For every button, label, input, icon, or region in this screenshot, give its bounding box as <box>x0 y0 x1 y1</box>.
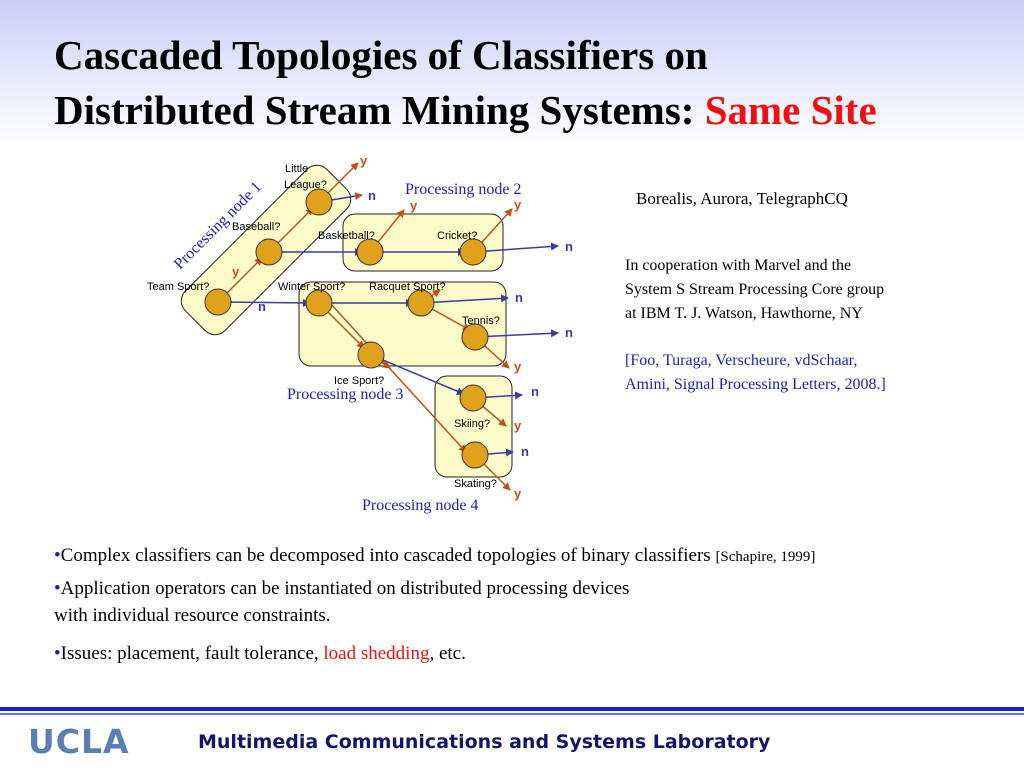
no-label-skiing: n <box>531 384 539 399</box>
cooperation-text: In cooperation with Marvel and the Syste… <box>625 254 884 326</box>
no-label-cricket: n <box>565 239 573 254</box>
label-skiing: Skiing? <box>454 418 490 430</box>
reference-text: [Foo, Turaga, Verscheure, vdSchaar, Amin… <box>625 349 886 397</box>
edge-racquet-n <box>420 294 509 304</box>
cooperation-line-2: System S Stream Processing Core group <box>625 281 885 298</box>
label-little-league-1: Little <box>285 163 308 175</box>
classifier-ice-sport <box>357 341 385 369</box>
label-racquet-sport: Racquet Sport? <box>369 281 445 293</box>
title-line-2: Distributed Stream Mining Systems: Same … <box>54 83 1004 138</box>
classifier-tennis <box>461 323 489 351</box>
processing-node-3-label: Processing node 3 <box>287 386 403 403</box>
label-winter-sport: Winter Sport? <box>278 281 345 293</box>
systems-text: Borealis, Aurora, TelegraphCQ <box>636 189 848 208</box>
label-skating: Skating? <box>454 478 497 490</box>
lab-name: Multimedia Communications and Systems La… <box>198 731 771 753</box>
ucla-logo: UCLA <box>28 722 130 761</box>
cooperation-line-3: at IBM T. J. Watson, Hawthorne, NY <box>625 305 863 322</box>
no-label-racquet: n <box>515 290 523 305</box>
bullet-3-pre: Issues: placement, fault tolerance, <box>60 643 324 664</box>
classifier-nodes <box>204 188 489 469</box>
classifier-baseball <box>255 238 283 266</box>
footer-rule <box>0 707 1024 711</box>
yes-label-basketball: y <box>410 198 418 213</box>
classifier-little-league <box>305 188 333 216</box>
bullet-2-line-2: with individual resource constraints. <box>54 605 331 626</box>
cooperation-line-1: In cooperation with Marvel and the <box>625 257 852 274</box>
no-label-little: n <box>368 188 376 203</box>
yes-label-little: y <box>360 153 368 168</box>
yes-label-skiing: y <box>514 418 522 433</box>
label-ice-sport: Ice Sport? <box>334 375 384 387</box>
bullet-list: •Complex classifiers can be decomposed i… <box>54 545 994 665</box>
classifier-racquet-sport <box>407 289 435 317</box>
bullet-3-post: , etc. <box>429 643 466 664</box>
label-tennis: Tennis? <box>462 315 500 327</box>
processing-node-2-label: Processing node 2 <box>405 181 521 198</box>
title-line-1: Cascaded Topologies of Classifiers on <box>54 32 708 78</box>
no-label-team: n <box>258 299 266 314</box>
edge-team-winter <box>217 298 311 307</box>
classifier-basketball <box>356 238 384 266</box>
classifier-team-sport <box>204 288 232 316</box>
footer-rule-thin <box>0 713 1024 715</box>
label-team-sport: Team Sport? <box>147 281 209 293</box>
reference-line-1: [Foo, Turaga, Verscheure, vdSchaar, <box>625 352 858 369</box>
bullet-3-highlight: load shedding <box>323 643 430 664</box>
edge-cricket-n <box>472 242 559 253</box>
bullet-1-text: Complex classifiers can be decomposed in… <box>60 545 716 566</box>
bullet-1-cite: [Schapire, 1999] <box>715 549 816 565</box>
footer: UCLA Multimedia Communications and Syste… <box>0 707 1024 768</box>
title-line-2-text: Distributed Stream Mining Systems: <box>54 87 705 133</box>
yes-label-baseball: y <box>232 264 240 279</box>
edge-tennis-n <box>474 329 559 338</box>
no-label-tennis: n <box>565 325 573 340</box>
bullet-1: •Complex classifiers can be decomposed i… <box>54 545 816 566</box>
title-highlight: Same Site <box>704 87 877 133</box>
bullet-2-line-1: Application operators can be instantiate… <box>60 578 630 599</box>
reference-line-2: Amini, Signal Processing Letters, 2008.] <box>625 376 886 393</box>
yes-label-tennis: y <box>514 359 522 374</box>
slide-title: Cascaded Topologies of Classifiers on Di… <box>54 28 1004 138</box>
no-label-skating: n <box>521 444 529 459</box>
classifier-cricket <box>459 238 487 266</box>
label-basketball: Basketball? <box>318 230 375 242</box>
processing-node-4-box <box>434 375 513 478</box>
edge-team-ice <box>329 302 467 453</box>
processing-node-4-label: Processing node 4 <box>362 497 478 514</box>
yes-label-skating: y <box>514 486 522 501</box>
label-little-league-2: League? <box>284 179 327 191</box>
bullet-2: •Application operators can be instantiat… <box>54 578 630 626</box>
classifier-skiing <box>459 384 487 412</box>
label-baseball: Baseball? <box>232 221 280 233</box>
label-cricket: Cricket? <box>437 230 477 242</box>
yes-label-cricket: y <box>514 197 522 212</box>
classifier-skating <box>461 441 489 469</box>
bullet-3: •Issues: placement, fault tolerance, loa… <box>54 643 466 664</box>
classifier-winter-sport <box>305 289 333 317</box>
